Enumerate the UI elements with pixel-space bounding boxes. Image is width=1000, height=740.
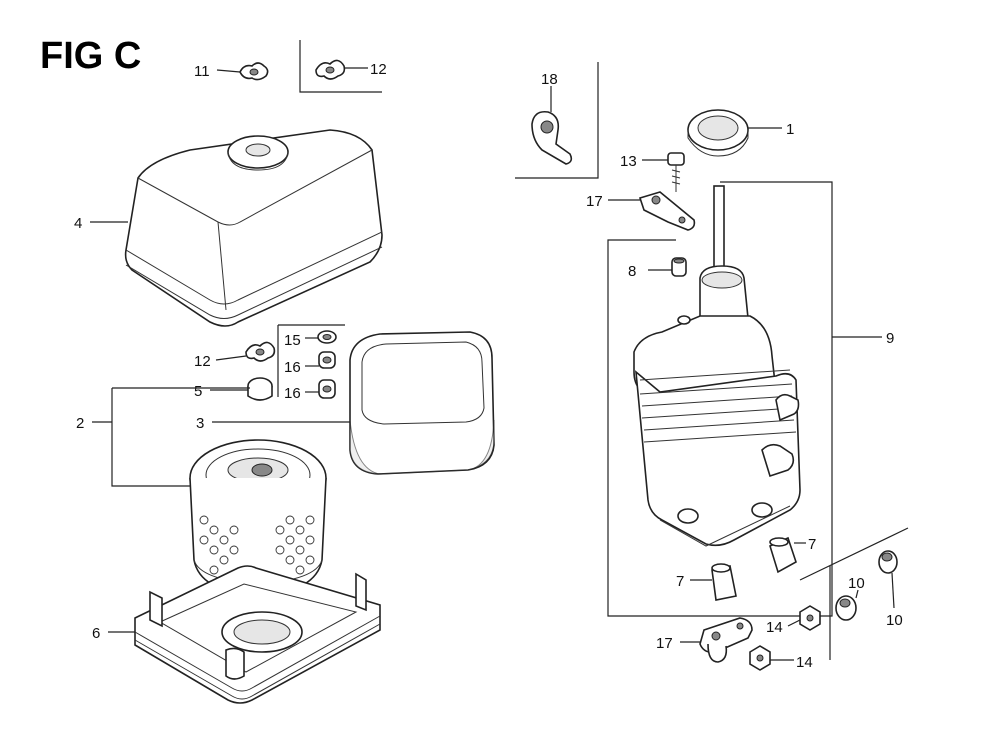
callout-15: 15 (284, 332, 301, 349)
part-5-grommet (247, 377, 273, 401)
figure-title: FIG C (40, 35, 141, 77)
callout-7-right: 7 (808, 536, 816, 553)
bracket-9 (607, 181, 833, 617)
part-15-washer (317, 330, 337, 344)
callout-5: 5 (194, 383, 202, 400)
bracket-10-diagonal (799, 527, 909, 581)
callout-12-top: 12 (370, 61, 387, 78)
part-3-foam-precleaner (349, 331, 495, 475)
callout-10-a: 10 (848, 575, 865, 592)
part-18-clamp (531, 110, 573, 165)
part-12-wing-nut-mid (245, 341, 276, 362)
callout-13: 13 (620, 153, 637, 170)
callout-7-left: 7 (676, 573, 684, 590)
part-1-gasket (687, 109, 749, 157)
bracket-2 (111, 388, 195, 487)
callout-17-top: 17 (586, 193, 603, 210)
callout-14-b: 14 (796, 654, 813, 671)
callout-2: 2 (76, 415, 84, 432)
bracket-12-top (299, 40, 382, 93)
part-10-cap-a (835, 595, 857, 621)
part-12-wing-nut-top (315, 59, 346, 80)
callout-4: 4 (74, 215, 82, 232)
part-7-pipe-right (769, 536, 797, 574)
part-4-air-cleaner-cover (124, 129, 383, 327)
part-16-grommet-b (318, 379, 336, 399)
part-paper-air-filter (189, 439, 327, 597)
callout-14-a: 14 (766, 619, 783, 636)
callout-11: 11 (194, 63, 210, 80)
bracket-18 (515, 62, 599, 179)
part-14-nut-b (749, 645, 771, 671)
part-17-bracket-bottom (699, 617, 753, 663)
callout-1: 1 (786, 121, 794, 138)
callout-12-mid: 12 (194, 353, 211, 370)
part-7-pipe-left (711, 563, 737, 601)
part-14-nut-a (799, 605, 821, 631)
part-8-cap (671, 257, 687, 277)
callout-9: 9 (886, 330, 894, 347)
part-13-bolt (667, 152, 685, 192)
callout-16-a: 16 (284, 359, 301, 376)
part-11-wing-nut (239, 62, 269, 81)
callout-8: 8 (628, 263, 636, 280)
callout-16-b: 16 (284, 385, 301, 402)
part-17-bracket-top (638, 191, 696, 231)
callout-18: 18 (541, 71, 558, 88)
callout-6: 6 (92, 625, 100, 642)
callout-3: 3 (196, 415, 204, 432)
callout-10-b: 10 (886, 612, 903, 629)
part-6-air-cleaner-base (134, 565, 381, 704)
callout-17-bottom: 17 (656, 635, 673, 652)
part-16-grommet-a (318, 351, 336, 369)
part-9-housing (633, 185, 801, 547)
part-10-cap-b (878, 550, 898, 574)
